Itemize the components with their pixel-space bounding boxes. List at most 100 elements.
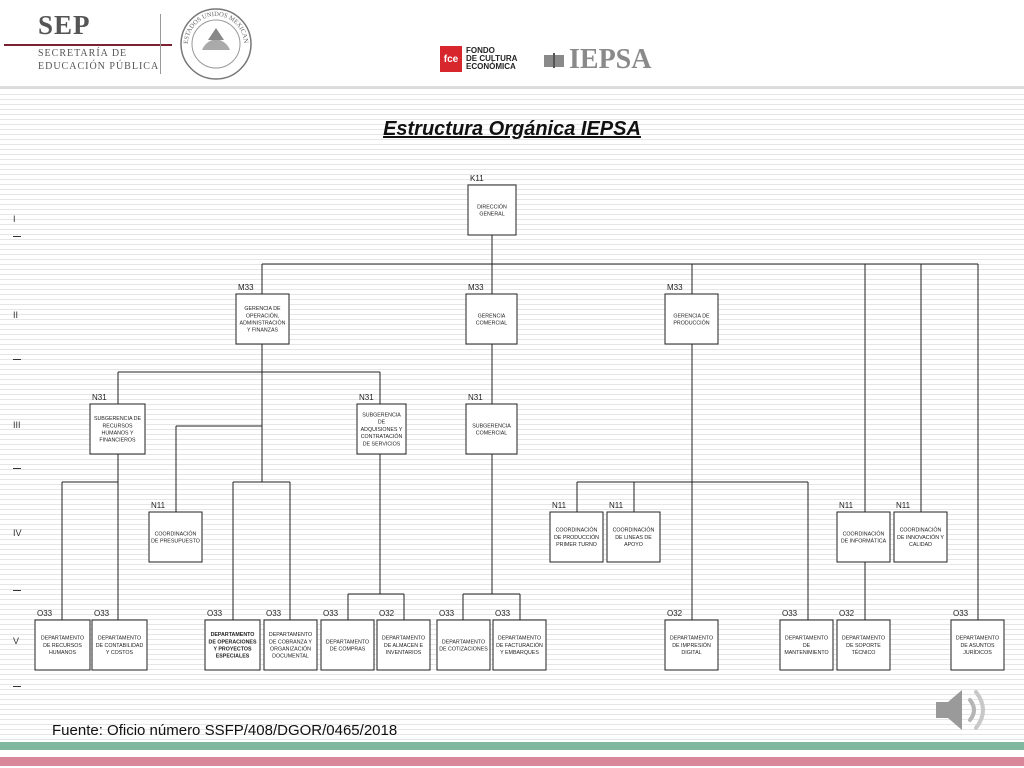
sep-title: SEP — [38, 10, 91, 40]
org-node-label: DEPARTAMENTO — [326, 639, 369, 645]
org-node-label: HUMANOS Y — [102, 431, 134, 437]
level-separator — [13, 236, 21, 237]
org-node-label: DE INFORMÁTICA — [841, 538, 887, 545]
org-node-label: TÉCNICO — [852, 649, 876, 656]
org-node-label: ORGANIZACIÓN — [270, 646, 311, 653]
fce-text: FONDO DE CULTURA ECONÓMICA — [466, 47, 517, 71]
speaker-icon[interactable] — [932, 682, 996, 738]
org-node-code: N31 — [468, 393, 483, 402]
org-node-label: ESPECIALES — [216, 654, 250, 660]
org-node-label: COORDINACIÓN — [613, 527, 655, 534]
footer-green-bar — [0, 742, 1024, 750]
fce-mark: fce — [440, 46, 462, 72]
org-node-label: DIRECCIÓN — [477, 203, 507, 210]
org-node-code: N11 — [896, 501, 911, 510]
org-node-code: O33 — [782, 609, 798, 618]
org-node-box — [492, 619, 547, 671]
seal-icon: ESTADOS UNIDOS MEXICANOS — [178, 6, 252, 80]
level-label: II — [13, 310, 19, 320]
fce-line2: DE CULTURA — [466, 54, 518, 63]
org-node-label: CALIDAD — [909, 542, 932, 548]
org-node-label: COMERCIAL — [476, 431, 508, 437]
org-node-label: HUMANOS — [49, 650, 77, 656]
org-node-box — [836, 619, 891, 671]
org-node-label: SUBGERENCIA DE — [94, 416, 142, 422]
org-node-box — [779, 619, 834, 671]
fce-line3: ECONÓMICA — [466, 62, 516, 71]
org-node-label: DEPARTAMENTO — [41, 636, 84, 642]
org-node-box — [893, 511, 948, 563]
level-label: I — [13, 214, 16, 224]
org-node-box — [356, 403, 407, 455]
org-node-code: N31 — [92, 393, 107, 402]
org-node-label: Y COSTOS — [106, 650, 134, 656]
iepsa-logo: IEPSA — [543, 44, 651, 76]
org-node-box — [836, 511, 891, 563]
org-node-label: DE COBRANZA Y — [269, 639, 312, 645]
org-node-label: DEPARTAMENTO — [98, 636, 141, 642]
iepsa-text: IEPSA — [569, 44, 652, 75]
org-node-code: O32 — [667, 609, 683, 618]
sep-logo-line — [4, 44, 172, 46]
org-node-label: DIGITAL — [681, 650, 701, 656]
org-node-code: O32 — [839, 609, 855, 618]
org-node-box — [204, 619, 261, 671]
org-node-label: DE RECURSOS — [43, 643, 82, 649]
org-node-box — [34, 619, 91, 671]
org-node-label: DEPARTAMENTO — [211, 632, 255, 638]
org-node-code: N11 — [151, 501, 166, 510]
org-node-label: DE PRODUCCIÓN — [554, 534, 599, 541]
org-node-code: M33 — [238, 283, 254, 292]
org-node-code: O33 — [207, 609, 223, 618]
org-node-label: GERENCIA DE — [673, 313, 710, 319]
org-node-label: DE INNOVACIÓN Y — [897, 534, 944, 541]
org-node-code: O33 — [323, 609, 339, 618]
org-node-label: OPERACIÓN, — [246, 312, 279, 319]
org-node-label: GERENCIA DE — [244, 306, 281, 312]
org-node-label: DEPARTAMENTO — [442, 639, 485, 645]
org-node-label: JURÍDICOS — [963, 649, 992, 656]
org-node-code: O33 — [94, 609, 110, 618]
header-divider — [0, 86, 1024, 89]
org-node-box — [89, 403, 146, 455]
org-node-label: PRIMER TURNO — [556, 542, 597, 548]
org-node-label: CONTRATACIÓN — [361, 433, 403, 440]
org-node-code: K11 — [470, 174, 484, 183]
org-node-label: DE PRESUPUESTO — [151, 539, 200, 545]
org-node-label: COMERCIAL — [476, 321, 508, 327]
org-node-label: DE IMPRESIÓN — [672, 642, 711, 649]
org-node-label: COORDINACIÓN — [155, 530, 197, 537]
level-separator — [13, 359, 21, 360]
org-node-label: DEPARTAMENTO — [956, 636, 999, 642]
org-node-label: GENERAL — [479, 212, 504, 218]
org-node-box — [606, 511, 661, 563]
org-node-label: Y FINANZAS — [247, 328, 279, 334]
org-node-label: DE COMPRAS — [330, 647, 366, 653]
org-node-label: SUBGERENCIA — [472, 423, 511, 429]
org-node-label: DEPARTAMENTO — [842, 636, 885, 642]
org-node-label: SUBGERENCIA — [362, 413, 401, 419]
org-node-label: PRODUCCIÓN — [673, 320, 709, 327]
org-node-box — [664, 619, 719, 671]
org-node-label: Y PROYECTOS — [213, 647, 252, 653]
book-icon — [544, 53, 564, 68]
org-node-box — [664, 293, 719, 345]
org-node-label: APOYO — [624, 542, 643, 548]
